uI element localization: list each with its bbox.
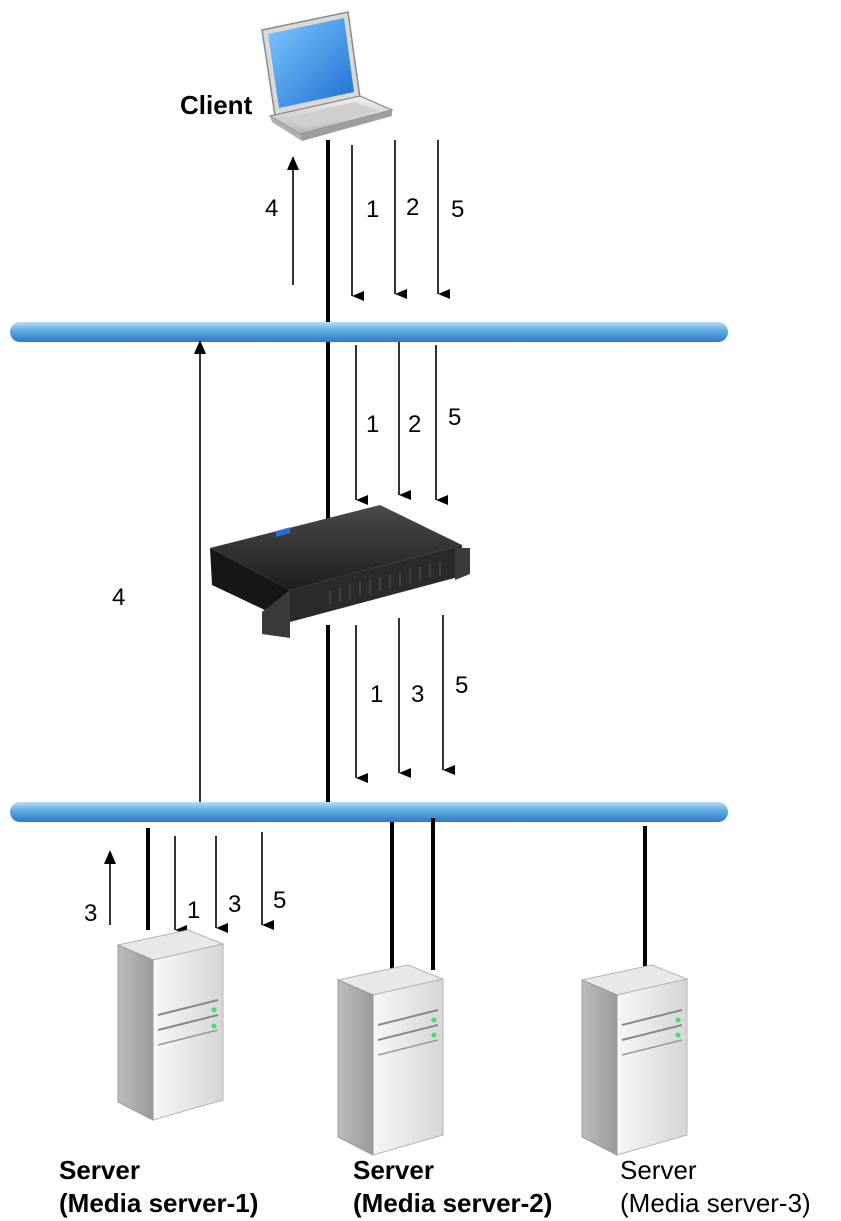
laptop-icon (261, 11, 394, 141)
step-label-appl-out-2: 3 (411, 681, 425, 708)
server1-flow-arrows (104, 832, 274, 935)
client-flow-arrows (287, 140, 450, 301)
step-label-client-down-2: 2 (406, 194, 420, 221)
appliance-out-arrows (355, 615, 455, 783)
step-label-server1-down-1: 1 (187, 897, 201, 924)
step-label-direct-return: 4 (112, 584, 126, 611)
appliance-icon (210, 505, 470, 638)
direct-return-arrow (194, 340, 206, 802)
step-label-client-down-3: 5 (451, 196, 465, 223)
client-label: Client (180, 90, 253, 120)
appliance-in-arrows (355, 342, 448, 505)
step-label-appl-in-2: 2 (408, 411, 422, 438)
step-label-appl-in-3: 5 (448, 404, 462, 431)
server-2-icon (336, 964, 445, 1156)
step-label-client-up: 4 (265, 195, 279, 222)
step-label-server1-down-3: 5 (273, 887, 287, 914)
server-3-caption: Server (Media server-3) (620, 1154, 811, 1220)
step-label-appl-out-1: 1 (370, 681, 384, 708)
server-3-icon (580, 964, 689, 1156)
server-2-caption: Server (Media server-2) (353, 1154, 552, 1220)
step-label-client-down-1: 1 (366, 196, 380, 223)
step-label-server1-up: 3 (84, 900, 98, 927)
step-label-appl-out-3: 5 (455, 672, 469, 699)
network-bus-top (10, 322, 728, 342)
server-1-caption: Server (Media server-1) (59, 1154, 258, 1220)
server-2-title: Server (353, 1155, 434, 1185)
server-3-subtitle: (Media server-3) (620, 1188, 811, 1218)
step-label-appl-in-1: 1 (366, 411, 380, 438)
server-1-title: Server (59, 1155, 140, 1185)
step-label-server1-down-2: 3 (228, 891, 242, 918)
network-bus-bottom (10, 802, 728, 822)
server-1-icon (116, 929, 225, 1121)
server-1-subtitle: (Media server-1) (59, 1188, 259, 1218)
server-3-title: Server (620, 1155, 697, 1185)
server-2-subtitle: (Media server-2) (353, 1188, 553, 1218)
